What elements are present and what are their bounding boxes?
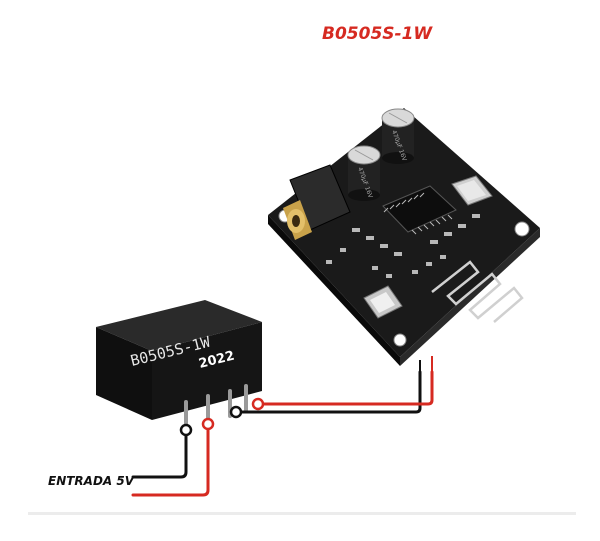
input-voltage-label: ENTRADA 5V xyxy=(48,474,135,488)
black-wire-input xyxy=(131,428,188,479)
smd-components xyxy=(326,214,480,278)
antenna-trace xyxy=(431,260,524,323)
main-chip xyxy=(382,185,457,235)
capacitor xyxy=(381,108,415,164)
solder-point xyxy=(201,417,215,431)
bluetooth-audio-board xyxy=(268,108,540,372)
audio-jack xyxy=(283,164,351,240)
crystal-oscillator xyxy=(451,175,493,206)
solder-point xyxy=(229,405,243,419)
red-wire-output xyxy=(256,370,434,406)
diagram-title: B0505S-1W xyxy=(322,24,433,44)
red-wire-input xyxy=(131,422,210,497)
mounting-hole xyxy=(393,333,407,347)
solder-point xyxy=(251,397,265,411)
b0505s-module xyxy=(96,300,262,430)
solder-point xyxy=(179,423,193,437)
mounting-hole xyxy=(514,221,530,237)
capacitor xyxy=(347,145,381,201)
wires xyxy=(131,370,434,497)
bottom-divider xyxy=(28,512,576,515)
micro-usb-port xyxy=(363,285,403,319)
black-wire-output xyxy=(234,370,422,414)
